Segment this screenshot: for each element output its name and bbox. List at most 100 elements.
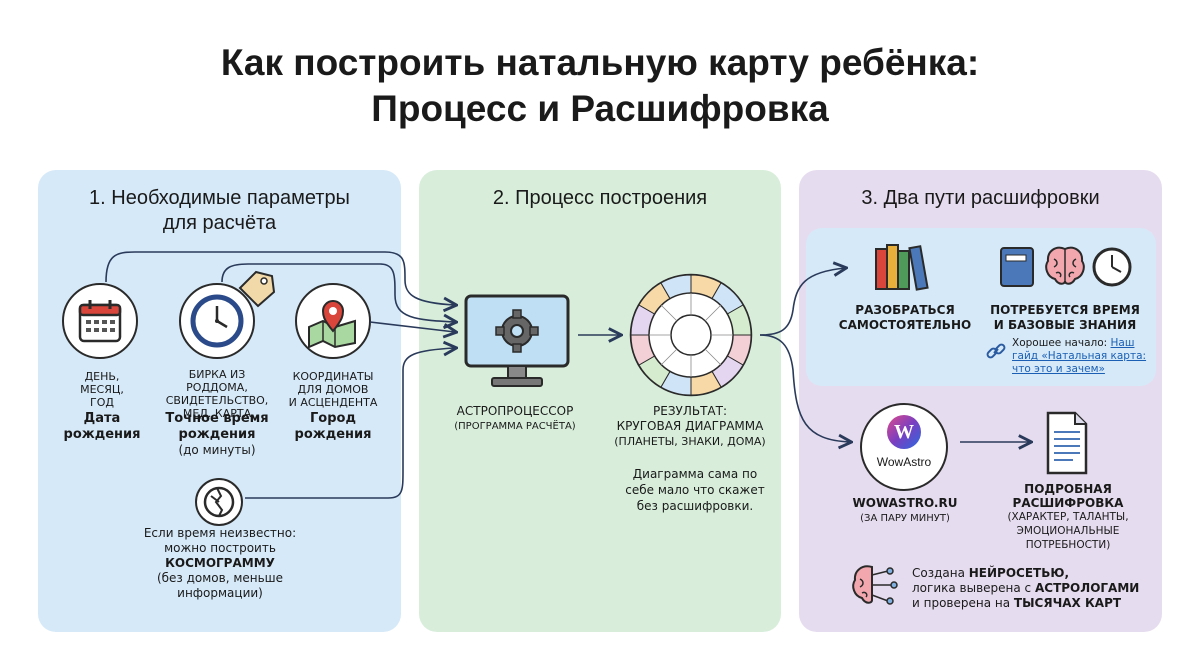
city-icon-circle: [295, 283, 371, 359]
small-clock-icon: [1092, 247, 1132, 287]
unknown-time-line5: информации): [177, 586, 263, 600]
ai-note: Создана НЕЙРОСЕТЬЮ, логика выверена с АС…: [912, 566, 1142, 611]
diagram-note: Диаграмма сама по себе мало что скажет б…: [610, 466, 780, 514]
processor-caption-line2: (ПРОГРАММА РАСЧЁТА): [454, 421, 576, 432]
city-main-line2: рождения: [294, 427, 372, 442]
date-label-line1: день,: [84, 370, 120, 383]
book-icon: [1000, 247, 1034, 287]
date-main-line2: рождения: [63, 427, 141, 442]
service-caption-line1: WOWASTRO.RU: [852, 496, 958, 510]
guide-tip-prefix: Хорошее начало:: [1012, 337, 1108, 349]
unknown-time-line4: (без домов, меньше: [156, 571, 284, 585]
requirements-caption-line1: ПОТРЕБУЕТСЯ ВРЕМЯ: [990, 303, 1140, 317]
wowastro-logo-text: WowAstro: [876, 455, 932, 469]
tag-icon: [238, 270, 276, 308]
link-icon: [986, 343, 1006, 359]
ai-note-l3a: и проверена на: [912, 596, 1014, 610]
date-main-line1: Дата: [83, 411, 121, 426]
arrow-city-to-processor: [369, 321, 455, 332]
document-icon: [1046, 411, 1088, 475]
time-main-line2: рождения: [178, 427, 256, 442]
city-label-line2: для домов: [297, 383, 369, 396]
ai-note-l2b: АСТРОЛОГАМИ: [1034, 581, 1140, 595]
time-label-line1: бирка из роддома,: [186, 368, 248, 394]
self-study-caption-line1: РАЗОБРАТЬСЯ: [855, 303, 955, 317]
section-parameters-title: 1. Необходимые параметры для расчёта: [38, 186, 401, 236]
processor-caption-line1: АСТРОПРОЦЕССОР: [456, 404, 574, 418]
city-main: Город рождения: [286, 411, 380, 443]
guide-link-line2[interactable]: гайд «Натальная карта:: [1012, 350, 1147, 362]
section-parameters-title-line2: для расчёта: [162, 212, 277, 234]
unknown-time-text: Если время неизвестно: можно построить К…: [130, 526, 310, 601]
city-label: координаты для домов и асцендента: [286, 370, 380, 409]
guide-link-line3[interactable]: что это и зачем»: [1012, 363, 1105, 375]
time-note: (до минуты): [178, 443, 256, 457]
service-caption: WOWASTRO.RU (ЗА ПАРУ МИНУТ): [830, 496, 980, 526]
ai-brain-icon: [852, 565, 898, 605]
unknown-time-line3: КОСМОГРАММУ: [165, 556, 275, 570]
arrow-date-to-processor: [105, 251, 455, 305]
brain-icon: [1045, 246, 1085, 285]
diagram-note-line3: без расшифровки.: [636, 499, 754, 513]
guide-link-line1[interactable]: Наш: [1110, 337, 1135, 349]
ai-note-l1b: НЕЙРОСЕТЬЮ,: [968, 566, 1070, 580]
books-icon: [875, 244, 929, 291]
unknown-time-line2: можно построить: [164, 541, 276, 555]
section-process-panel: 2. Процесс построения: [419, 170, 781, 632]
monitor-gear-icon: [464, 294, 570, 387]
service-caption-line2: (ЗА ПАРУ МИНУТ): [860, 513, 950, 524]
unknown-time-line1: Если время неизвестно:: [143, 526, 297, 540]
wowastro-logo[interactable]: W WowAstro: [860, 403, 948, 491]
detailed-decoding-caption: ПОДРОБНАЯ РАСШИФРОВКА (ХАРАКТЕР, ТАЛАНТЫ…: [990, 482, 1146, 552]
arrow-result-to-service: [759, 334, 850, 442]
result-caption-line2: КРУГОВАЯ ДИАГРАММА: [616, 419, 764, 433]
clock-icon: [190, 294, 244, 348]
arrow-time-to-processor: [221, 263, 455, 322]
time-label-line2: свидетельство,: [165, 394, 269, 407]
self-study-caption-line2: САМОСТОЯТЕЛЬНО: [838, 318, 972, 332]
zodiac-wheel-icon: [629, 273, 753, 397]
detailed-decoding-line3: (ХАРАКТЕР, ТАЛАНТЫ,: [1007, 511, 1129, 523]
arrow-result-to-self: [759, 268, 845, 336]
calendar-icon: [78, 300, 122, 343]
time-main: Точное время рождения: [158, 411, 276, 443]
ai-note-l2a: логика выверена с: [912, 581, 1035, 595]
unknown-time-icon-circle: [195, 478, 243, 526]
section-parameters-panel: 1. Необходимые параметры для расчёта: [38, 170, 401, 632]
date-icon-circle: [62, 283, 138, 359]
ai-note-l3b: ТЫСЯЧАХ КАРТ: [1013, 596, 1122, 610]
page-title-line1: Как построить натальную карту ребёнка:: [220, 42, 980, 83]
ai-note-l1a: Создана: [912, 566, 969, 580]
section-decoding-title: 3. Два пути расшифровки: [861, 187, 1100, 209]
requirements-caption-line2: И БАЗОВЫЕ ЗНАНИЯ: [993, 318, 1137, 332]
time-icon-circle: [179, 283, 255, 359]
diagram-note-line1: Диаграмма сама по: [632, 467, 758, 481]
detailed-decoding-line1: ПОДРОБНАЯ: [1024, 482, 1112, 496]
date-label-line2: месяц,: [80, 383, 124, 396]
map-pin-icon: [308, 300, 356, 349]
wowastro-logo-mark: W: [887, 415, 921, 449]
result-caption-line1: РЕЗУЛЬТАТ:: [653, 404, 727, 418]
city-label-line1: координаты: [292, 370, 374, 383]
self-study-caption: РАЗОБРАТЬСЯ САМОСТОЯТЕЛЬНО: [830, 303, 980, 333]
result-caption-line3: (ПЛАНЕТЫ, ЗНАКИ, ДОМА): [614, 435, 766, 448]
detailed-decoding-line5: ПОТРЕБНОСТИ): [1025, 539, 1111, 551]
section-parameters-title-line1: 1. Необходимые параметры: [89, 187, 350, 209]
processor-caption: АСТРОПРОЦЕССОР (ПРОГРАММА РАСЧЁТА): [440, 404, 590, 434]
diagram-note-line2: себе мало что скажет: [625, 483, 765, 497]
detailed-decoding-line2: РАСШИФРОВКА: [1012, 496, 1124, 510]
guide-tip: Хорошее начало: Наш гайд «Натальная карт…: [1012, 337, 1152, 376]
detailed-decoding-line4: ЭМОЦИОНАЛЬНЫЕ: [1016, 525, 1120, 537]
date-label: день, месяц, год: [62, 370, 142, 409]
arrow-unknown-to-processor: [245, 348, 455, 499]
requirements-caption: ПОТРЕБУЕТСЯ ВРЕМЯ И БАЗОВЫЕ ЗНАНИЯ: [985, 303, 1145, 333]
section-process-title: 2. Процесс построения: [492, 187, 708, 209]
page-title-line2: Процесс и Расшифровка: [371, 88, 829, 129]
date-main: Дата рождения: [62, 411, 142, 443]
city-label-line3: и асцендента: [288, 396, 378, 409]
page-title: Как построить натальную карту ребёнка: П…: [0, 40, 1200, 132]
result-caption: РЕЗУЛЬТАТ: КРУГОВАЯ ДИАГРАММА (ПЛАНЕТЫ, …: [600, 404, 780, 449]
time-label-line3: мед. карта: [182, 407, 252, 420]
time-label: бирка из роддома, свидетельство, мед. ка…: [158, 368, 276, 420]
